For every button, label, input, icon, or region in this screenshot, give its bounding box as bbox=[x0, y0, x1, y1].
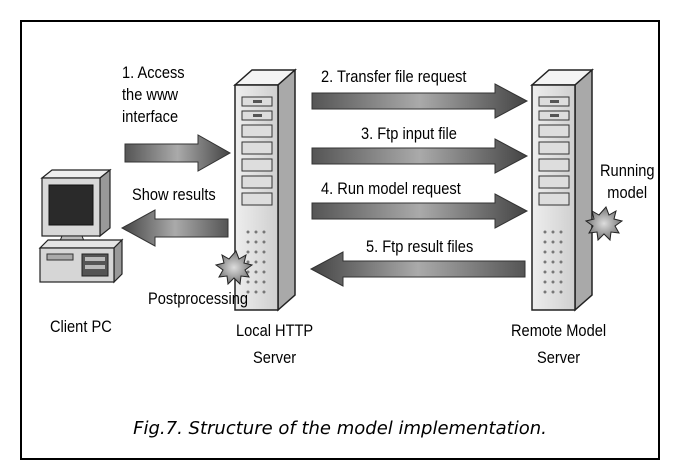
arrow-access bbox=[124, 134, 232, 172]
remote-server-label: Remote Model Server bbox=[511, 321, 607, 367]
arrow-show-results bbox=[120, 209, 229, 247]
remote-server-icon bbox=[530, 68, 594, 312]
postprocessing-label: Postprocessing bbox=[148, 289, 248, 308]
arrow-run-model bbox=[311, 193, 529, 229]
arrow-transfer bbox=[311, 83, 529, 119]
client-pc-label: Client PC bbox=[50, 317, 112, 336]
arrow-ftp-input bbox=[311, 138, 529, 174]
access-label: 1. Access the www interface bbox=[122, 63, 185, 126]
running-model-burst-icon bbox=[584, 206, 624, 242]
figure-caption: Fig.7. Structure of the model implementa… bbox=[133, 418, 547, 439]
ftp-result-label: 5. Ftp result files bbox=[366, 237, 474, 256]
transfer-label: 2. Transfer file request bbox=[321, 67, 467, 86]
client-pc-icon bbox=[38, 168, 124, 284]
postprocessing-burst-icon bbox=[214, 250, 254, 286]
ftp-input-label: 3. Ftp input file bbox=[361, 124, 457, 143]
show-results-label: Show results bbox=[132, 185, 216, 204]
arrow-ftp-result bbox=[309, 251, 526, 287]
figure-frame bbox=[20, 20, 660, 460]
running-model-label: Running model bbox=[600, 161, 655, 202]
local-server-label: Local HTTP Server bbox=[236, 321, 314, 367]
run-model-label: 4. Run model request bbox=[321, 179, 461, 198]
